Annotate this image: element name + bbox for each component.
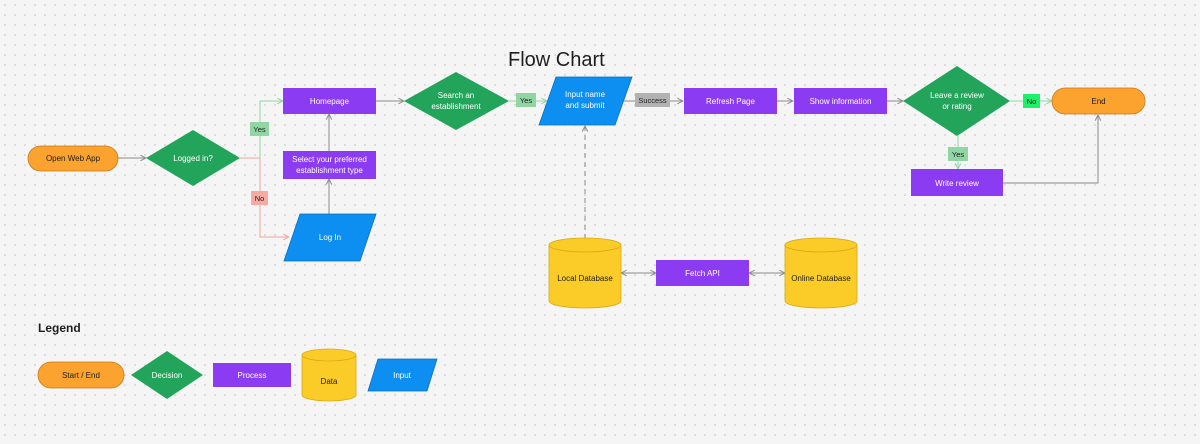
legend-process: Process [213,363,291,387]
svg-text:Search an: Search an [438,91,474,100]
node-local-database: Local Database [548,237,622,309]
node-fetch-api: Fetch API [656,260,749,286]
legend-start-end: Start / End [37,361,125,389]
edge-write-to-end [1003,115,1098,184]
edge-label-success: Success [635,93,670,107]
node-open-web-app: Open Web App [27,145,119,172]
svg-text:Show information: Show information [810,97,872,106]
node-end: End [1051,87,1146,115]
svg-text:Input name: Input name [565,90,606,99]
node-search-establishment-decision: Search an establishment [404,72,509,130]
svg-text:Leave a review: Leave a review [930,91,984,100]
svg-text:Yes: Yes [520,96,532,105]
node-input-name-submit: Input name and submit [538,76,633,126]
svg-text:Open Web App: Open Web App [46,154,101,163]
node-log-in-input: Log In [283,213,377,262]
edge-label-yes-review: Yes [948,147,968,161]
svg-text:or rating: or rating [942,102,971,111]
node-show-information: Show information [794,88,887,114]
edge-label-yes-search: Yes [516,93,536,107]
svg-text:Homepage: Homepage [310,97,350,106]
svg-text:Local Database: Local Database [557,274,613,283]
svg-text:Success: Success [638,96,667,105]
svg-text:Yes: Yes [952,150,964,159]
svg-text:No: No [255,194,265,203]
edge-label-no-logged: No [251,191,268,205]
svg-text:Logged in?: Logged in? [173,154,213,163]
node-logged-in-decision: Logged in? [146,130,240,186]
node-write-review: Write review [911,169,1003,196]
svg-text:establishment type: establishment type [296,166,363,175]
chart-title: Flow Chart [508,49,605,71]
svg-text:Write review: Write review [935,179,979,188]
node-leave-review-decision: Leave a review or rating [903,66,1010,136]
node-online-database: Online Database [784,237,858,309]
svg-text:End: End [1091,97,1105,106]
node-select-establishment-type: Select your preferred establishment type [283,151,376,179]
svg-text:Yes: Yes [253,125,265,134]
svg-text:Online Database: Online Database [791,274,851,283]
svg-text:Start / End: Start / End [62,371,100,380]
svg-text:Fetch API: Fetch API [685,269,720,278]
edge-label-yes-logged: Yes [250,122,269,136]
svg-text:Refresh Page: Refresh Page [706,97,755,106]
legend-data: Data [301,348,357,402]
svg-text:establishment: establishment [431,102,481,111]
edge-label-no-review: No [1023,94,1040,108]
node-refresh-page: Refresh Page [684,88,777,114]
svg-text:Log In: Log In [319,233,341,242]
edges [118,101,1098,273]
svg-text:Decision: Decision [152,371,183,380]
svg-text:and submit: and submit [565,101,605,110]
node-homepage: Homepage [283,88,376,114]
svg-text:Input: Input [393,371,412,380]
svg-text:Process: Process [238,371,267,380]
legend-input: Input [367,358,438,392]
legend-decision: Decision [131,351,203,399]
svg-text:Data: Data [321,377,338,386]
legend-title: Legend [38,321,81,335]
svg-text:No: No [1027,97,1037,106]
svg-text:Select your preferred: Select your preferred [292,155,367,164]
